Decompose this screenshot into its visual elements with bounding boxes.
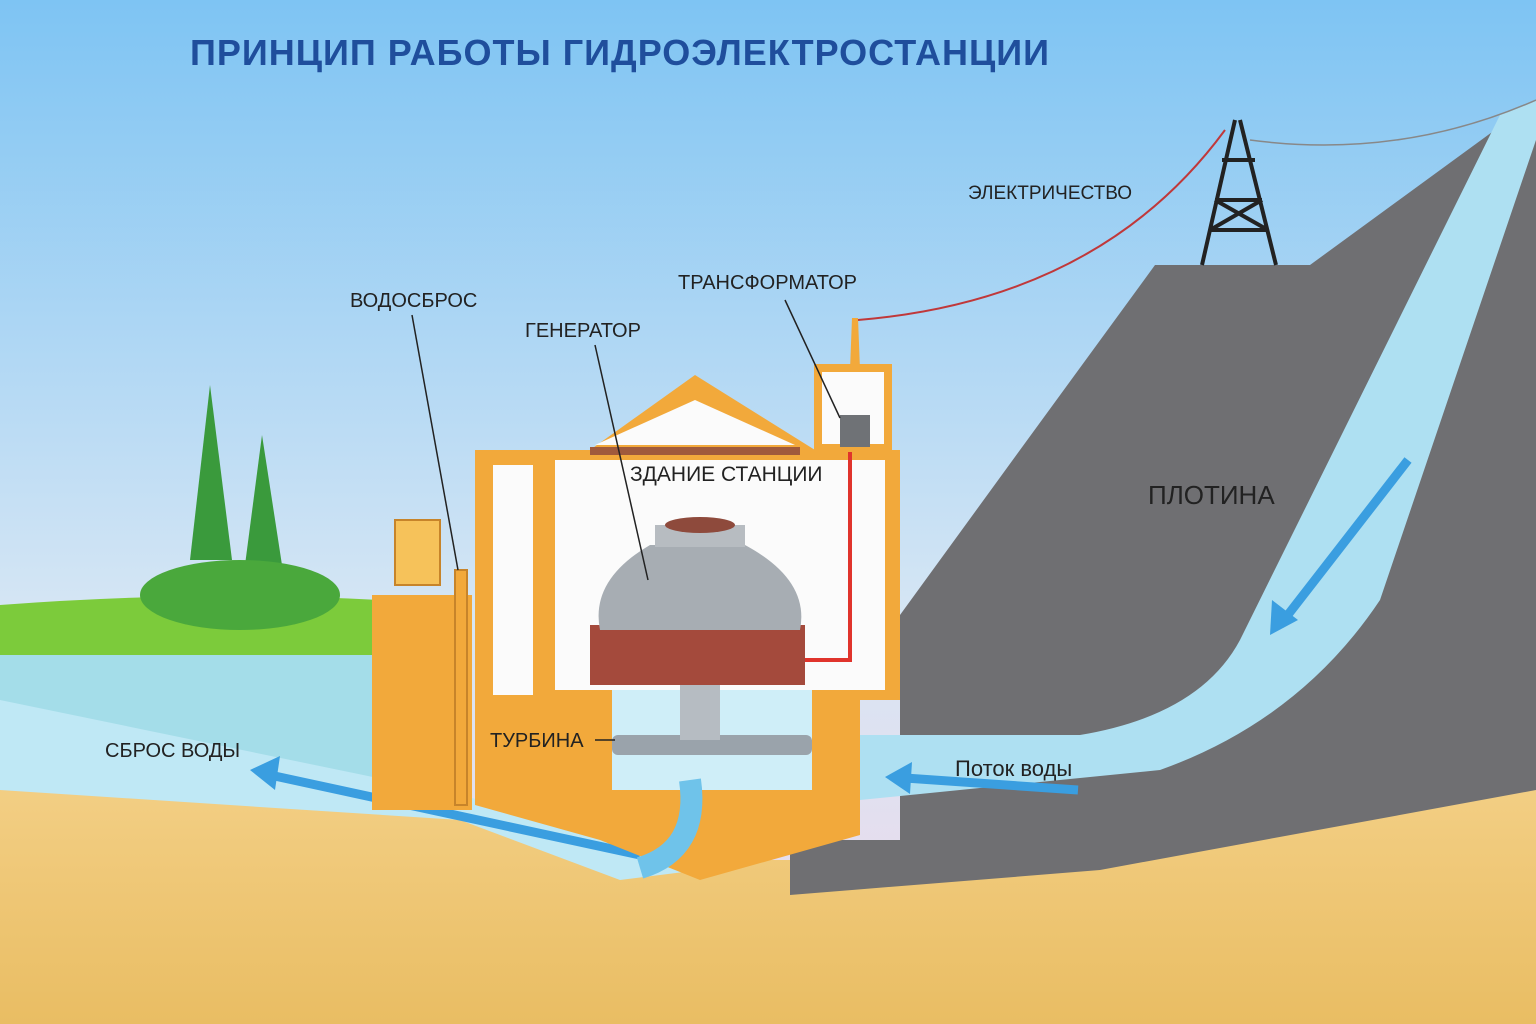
outflow-arrow-head [250,756,280,790]
transformer-bushing [850,318,860,370]
flow-arrow [1276,457,1412,628]
label-water-flow: Поток воды [955,756,1073,781]
label-station-building: ЗДАНИЕ СТАНЦИИ [630,463,823,486]
crane-beam [590,447,800,455]
label-water-discharge: СБРОС ВОДЫ [105,740,241,762]
label-spillway: ВОДОСБРОС [350,290,478,312]
power-line [1249,99,1536,146]
flow-arrow-head [1270,600,1298,635]
label-turbine: ТУРБИНА [490,730,584,752]
generator-rotor [590,625,805,685]
generator-top [665,517,735,533]
dam [790,100,1536,895]
label-leaders [411,299,841,741]
label-electricity: ЭЛЕКТРИЧЕСТВО [968,183,1133,204]
tree [245,435,282,565]
outflow-arrow [269,770,641,860]
spillway-gate [454,569,468,806]
draft-tube-water [636,778,703,879]
spillway-hoist [394,519,441,586]
transformer-box [814,364,892,452]
bush [140,560,340,630]
power-line [857,129,1226,321]
flow-arrow [904,773,1079,795]
turbine [612,735,812,755]
transformer [840,415,870,447]
roof-window [595,400,795,445]
page-title: ПРИНЦИП РАБОТЫ ГИДРОЭЛЕКТРОСТАНЦИИ [190,32,1051,73]
label-dam: ПЛОТИНА [1148,480,1275,510]
label-transformer: ТРАНСФОРМАТОР [678,272,857,294]
tree [190,385,232,560]
label-generator: ГЕНЕРАТОР [525,320,641,342]
cable [805,445,852,662]
station-wall-gap [493,465,533,695]
generator-housing [598,545,802,630]
flow-arrow-head [885,762,912,794]
shaft [680,680,720,740]
pylon [1200,119,1278,266]
penstock-water [860,100,1536,800]
